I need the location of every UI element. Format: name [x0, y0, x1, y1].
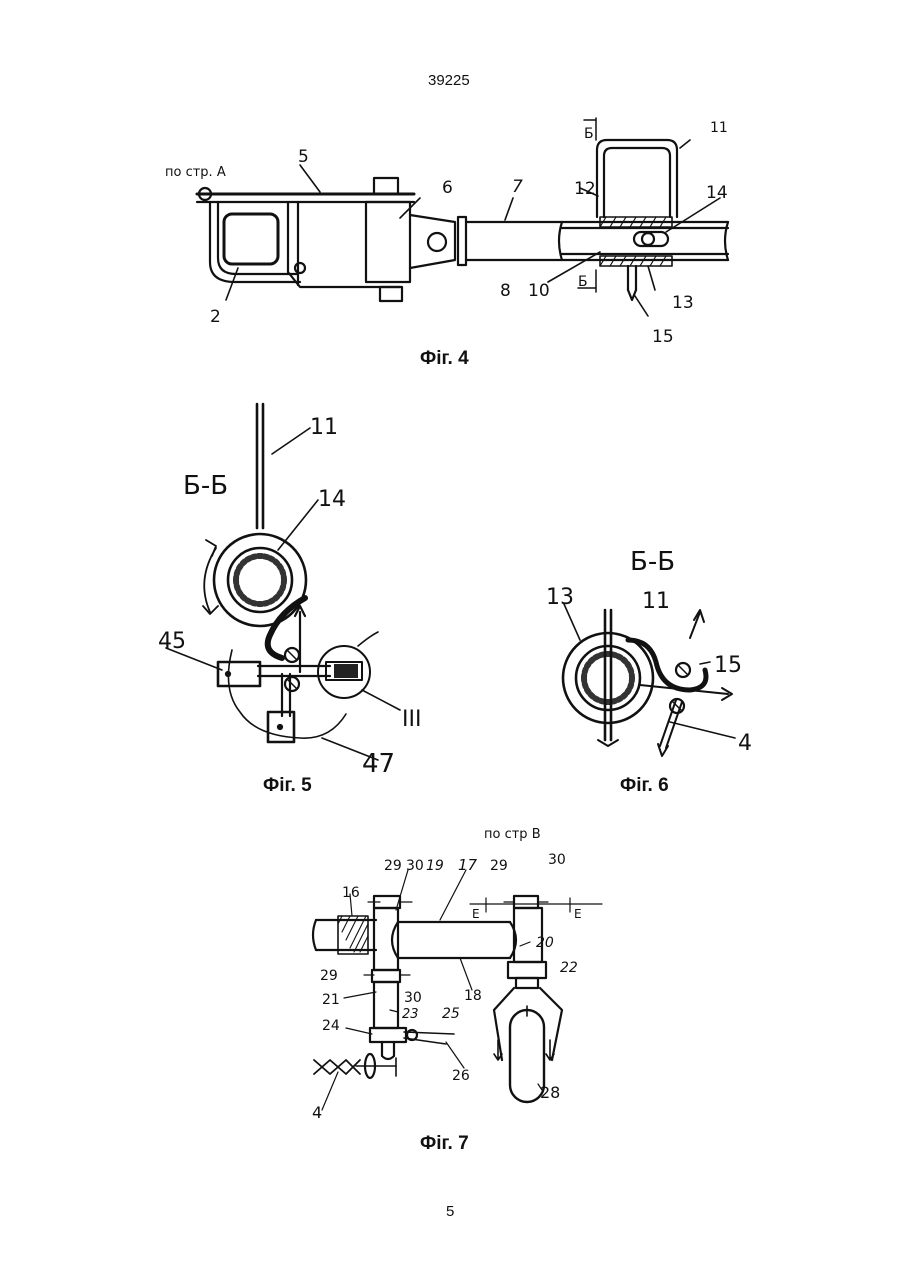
fig7-label-28: 28 [540, 1083, 560, 1102]
fig4-caption: Фіг. 4 [420, 348, 469, 370]
fig4-label-10: 10 [528, 281, 550, 301]
fig6-caption: Фіг. 6 [620, 775, 669, 797]
fig4-section-mark-bottom: Б [578, 274, 588, 290]
fig6-drawing [563, 604, 735, 756]
fig7-label-30a: 30 [406, 858, 424, 874]
fig7-label-30b: 30 [548, 852, 566, 868]
fig4-label-11: 11 [710, 120, 728, 136]
fig4-label-2: 2 [210, 307, 221, 327]
fig7-label-17: 17 [458, 856, 478, 874]
fig7-label-19: 19 [426, 858, 444, 874]
fig7-label-20: 20 [536, 935, 554, 951]
fig7-label-16: 16 [342, 885, 360, 901]
fig7-label-18: 18 [464, 988, 482, 1004]
fig7-label-24: 24 [322, 1018, 340, 1034]
fig7-label-29c: 29 [320, 968, 338, 984]
fig4-label-6: 6 [442, 178, 453, 198]
fig5-caption: Фіг. 5 [263, 775, 312, 797]
fig4-view-note: по стр. A [165, 165, 226, 180]
fig7-label-23: 23 [402, 1007, 419, 1022]
fig5-drawing [166, 404, 400, 760]
fig5-label-11: 11 [310, 415, 338, 440]
fig7-label-26: 26 [452, 1068, 470, 1084]
fig6-section: Б-Б [630, 547, 675, 577]
fig5-section: Б-Б [183, 471, 228, 501]
fig4-label-15: 15 [652, 327, 674, 347]
fig4-label-5: 5 [298, 147, 309, 167]
fig4-drawing [197, 118, 728, 316]
fig7-label-E2: Е [574, 907, 582, 921]
fig4-section-mark-top: Б [584, 126, 594, 142]
fig5-label-14: 14 [318, 487, 346, 512]
fig7-label-22: 22 [560, 960, 578, 976]
fig6-label-15: 15 [714, 653, 742, 678]
fig6-label-4: 4 [738, 731, 752, 756]
fig7-label-30c: 30 [404, 990, 422, 1006]
fig7-label-25: 25 [442, 1006, 460, 1022]
fig5-label-45: 45 [158, 629, 186, 654]
fig7-label-4: 4 [312, 1103, 322, 1122]
fig7-label-21: 21 [322, 992, 340, 1008]
fig5-label-47: 47 [362, 749, 395, 779]
fig6-label-11: 11 [642, 589, 670, 614]
page-number: 5 [446, 1203, 454, 1220]
fig7-label-29b: 29 [490, 858, 508, 874]
fig6-label-13: 13 [546, 585, 574, 610]
fig5-label-III: III [402, 707, 421, 732]
fig7-view-note: по стр В [484, 827, 541, 842]
fig7-label-29a: 29 [384, 858, 402, 874]
fig4-label-14: 14 [706, 183, 728, 203]
fig4-label-7: 7 [512, 177, 523, 197]
fig4-label-12: 12 [574, 179, 596, 199]
fig7-caption: Фіг. 7 [420, 1133, 469, 1155]
fig4-label-13: 13 [672, 293, 694, 313]
fig7-label-E1: Е [472, 907, 480, 921]
fig4-label-8: 8 [500, 281, 511, 301]
